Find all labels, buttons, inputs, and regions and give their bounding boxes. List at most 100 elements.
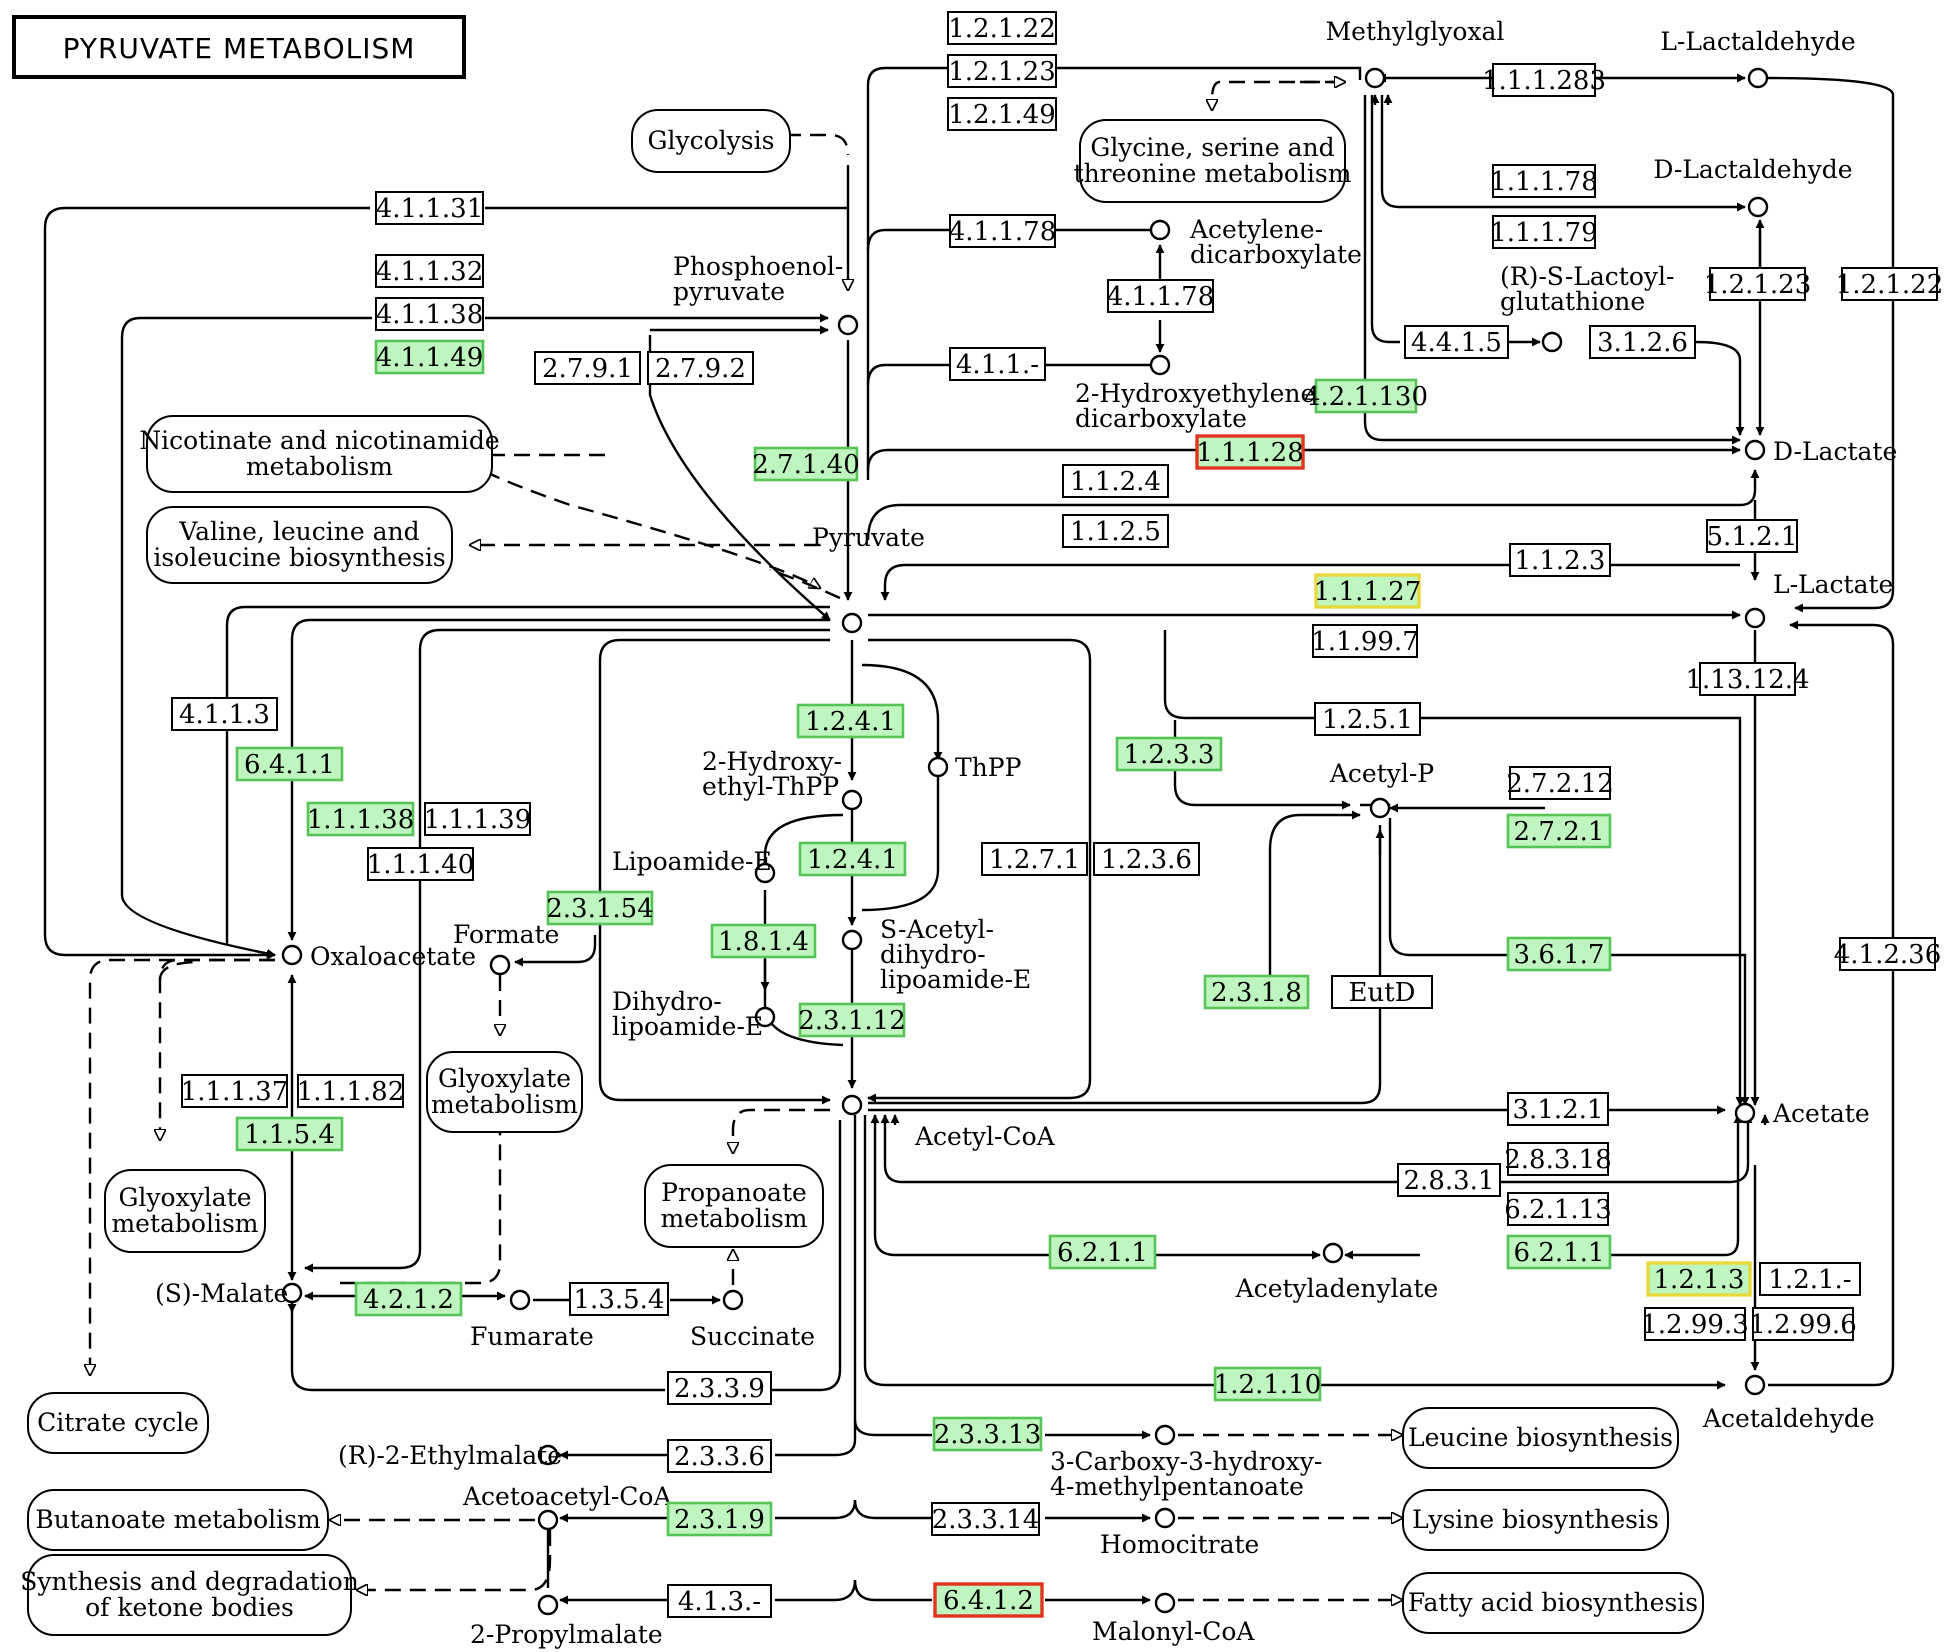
enzyme-box[interactable]: 2.3.3.6 xyxy=(667,1439,772,1473)
compound-d-lactaldehyde[interactable]: D-Lactaldehyde xyxy=(1653,155,1853,218)
enzyme-box[interactable]: 4.1.1.78 xyxy=(949,214,1057,248)
enzyme-box[interactable]: 4.1.1.49 xyxy=(374,339,485,375)
compound-acetoacetyl-coa[interactable]: Acetoacetyl-CoA xyxy=(462,1482,672,1531)
compound-dihydrolipoamide[interactable]: Dihydro-lipoamide-E xyxy=(612,987,776,1041)
enzyme-box[interactable]: 1.1.1.37 xyxy=(181,1074,289,1108)
compound-malonyl-coa[interactable]: Malonyl-CoA xyxy=(1092,1592,1255,1646)
enzyme-box[interactable]: 1.2.1.3 xyxy=(1646,1261,1752,1297)
compound-node[interactable] xyxy=(1541,331,1563,353)
compound-node[interactable] xyxy=(927,756,949,778)
compound-oxaloacetate[interactable]: Oxaloacetate xyxy=(281,942,476,971)
compound-acetyladenylate[interactable]: Acetyladenylate xyxy=(1235,1242,1439,1303)
enzyme-box[interactable]: 6.4.1.2 xyxy=(933,1582,1044,1618)
enzyme-box[interactable]: 1.1.1.27 xyxy=(1314,573,1422,609)
compound-node[interactable] xyxy=(1734,1102,1756,1124)
compound-node[interactable] xyxy=(1744,439,1766,461)
enzyme-box[interactable]: 1.2.4.1 xyxy=(798,841,907,877)
compound-node[interactable] xyxy=(754,862,776,884)
enzyme-box[interactable]: 1.1.5.4 xyxy=(235,1116,344,1152)
enzyme-box[interactable]: 4.2.1.2 xyxy=(354,1281,463,1317)
compound-node[interactable] xyxy=(1744,607,1766,629)
compound-node[interactable] xyxy=(841,612,863,634)
enzyme-box[interactable]: 1.1.1.78 xyxy=(1490,164,1598,198)
enzyme-box[interactable]: 2.7.9.2 xyxy=(647,351,754,385)
compound-thpp[interactable]: ThPP xyxy=(927,753,1021,782)
enzyme-box[interactable]: 1.1.2.3 xyxy=(1509,543,1611,577)
compound-ethylmalate[interactable]: (R)-2-Ethylmalate xyxy=(338,1441,562,1470)
enzyme-box[interactable]: 2.8.3.18 xyxy=(1504,1142,1612,1176)
enzyme-box[interactable]: 4.1.1.3 xyxy=(171,697,278,731)
enzyme-box[interactable]: 4.1.1.38 xyxy=(375,297,484,331)
enzyme-box[interactable]: 6.4.1.1 xyxy=(235,746,344,782)
enzyme-box[interactable]: 4.4.1.5 xyxy=(1404,325,1509,359)
compound-acetaldehyde[interactable]: Acetaldehyde xyxy=(1702,1374,1875,1433)
enzyme-box[interactable]: 3.6.1.7 xyxy=(1506,936,1612,972)
enzyme-box[interactable]: 1.1.2.4 xyxy=(1062,464,1169,498)
compound-node[interactable] xyxy=(1322,1242,1344,1264)
enzyme-box[interactable]: 1.1.1.79 xyxy=(1490,215,1598,249)
pathway-fatty[interactable]: Fatty acid biosynthesis xyxy=(1402,1572,1704,1634)
compound-pyruvate[interactable]: Pyruvate xyxy=(812,523,925,634)
compound-node[interactable] xyxy=(1747,196,1769,218)
compound-fumarate[interactable]: Fumarate xyxy=(470,1289,594,1351)
compound-node[interactable] xyxy=(841,789,863,811)
enzyme-box[interactable]: 4.1.1.31 xyxy=(375,191,484,225)
compound-acetyl-coa[interactable]: Acetyl-CoA xyxy=(841,1094,1056,1151)
enzyme-box[interactable]: 6.2.1.1 xyxy=(1048,1234,1157,1270)
enzyme-box[interactable]: 4.1.1.78 xyxy=(1107,279,1215,313)
enzyme-box[interactable]: 3.1.2.1 xyxy=(1507,1092,1609,1126)
enzyme-box[interactable]: 4.1.1.32 xyxy=(375,254,484,288)
pathway-lysine[interactable]: Lysine biosynthesis xyxy=(1402,1489,1669,1551)
enzyme-box[interactable]: 1.1.1.28 xyxy=(1195,434,1305,470)
compound-node[interactable] xyxy=(1154,1592,1176,1614)
compound-node[interactable] xyxy=(754,1006,776,1028)
enzyme-box[interactable]: 1.13.12.4 xyxy=(1685,662,1810,696)
enzyme-box[interactable]: 2.7.1.40 xyxy=(752,446,860,482)
compound-succinate[interactable]: Succinate xyxy=(690,1289,815,1351)
pathway-leucine[interactable]: Leucine biosynthesis xyxy=(1402,1407,1679,1469)
enzyme-box[interactable]: 1.1.1.283 xyxy=(1482,63,1606,97)
enzyme-box[interactable]: 1.2.1.10 xyxy=(1213,1366,1322,1402)
enzyme-box[interactable]: 2.7.2.1 xyxy=(1506,813,1612,849)
enzyme-box[interactable]: 1.1.2.5 xyxy=(1062,514,1169,548)
enzyme-box[interactable]: 1.2.1.49 xyxy=(947,97,1057,131)
enzyme-box[interactable]: 1.1.1.39 xyxy=(424,802,532,836)
compound-node[interactable] xyxy=(1364,67,1386,89)
enzyme-box[interactable]: 1.2.1.22 xyxy=(947,11,1057,45)
enzyme-box[interactable]: EutD xyxy=(1331,975,1433,1009)
enzyme-box[interactable]: 4.2.1.130 xyxy=(1304,378,1428,414)
compound-d-lactate[interactable]: D-Lactate xyxy=(1744,437,1897,466)
compound-lactoyl-glutathione[interactable]: (R)-S-Lactoyl-glutathione xyxy=(1500,262,1674,353)
enzyme-box[interactable]: 1.2.1.- xyxy=(1759,1262,1861,1296)
compound-methylglyoxal[interactable]: Methylglyoxal xyxy=(1326,17,1505,89)
compound-malate[interactable]: (S)-Malate xyxy=(155,1279,303,1308)
compound-node[interactable] xyxy=(1154,1507,1176,1529)
compound-lipoamide-e[interactable]: Lipoamide-E xyxy=(612,847,776,884)
pathway-glycolysis[interactable]: Glycolysis xyxy=(631,109,791,173)
compound-pep[interactable]: Phosphoenol-pyruvate xyxy=(673,252,859,336)
enzyme-box[interactable]: 2.3.3.14 xyxy=(931,1502,1040,1536)
compound-l-lactate[interactable]: L-Lactate xyxy=(1744,570,1893,629)
compound-acetate[interactable]: Acetate xyxy=(1734,1099,1870,1128)
enzyme-box[interactable]: 2.8.3.1 xyxy=(1397,1163,1501,1197)
enzyme-box[interactable]: 2.3.1.12 xyxy=(798,1002,906,1038)
compound-node[interactable] xyxy=(537,1594,559,1616)
compound-node[interactable] xyxy=(837,314,859,336)
compound-carboxy-hydroxy[interactable]: 3-Carboxy-3-hydroxy-4-methylpentanoate xyxy=(1050,1424,1322,1501)
enzyme-box[interactable]: 2.3.1.9 xyxy=(666,1501,773,1537)
enzyme-box[interactable]: 1.2.1.23 xyxy=(947,54,1057,88)
enzyme-box[interactable]: 1.2.3.6 xyxy=(1093,842,1200,876)
compound-homocitrate[interactable]: Homocitrate xyxy=(1100,1507,1259,1559)
enzyme-box[interactable]: 5.1.2.1 xyxy=(1706,519,1798,553)
enzyme-box[interactable]: 2.7.9.1 xyxy=(534,351,641,385)
compound-l-lactaldehyde[interactable]: L-Lactaldehyde xyxy=(1660,27,1856,89)
compound-node[interactable] xyxy=(281,944,303,966)
compound-node[interactable] xyxy=(1149,219,1171,241)
compound-node[interactable] xyxy=(841,1094,863,1116)
enzyme-box[interactable]: 1.1.1.82 xyxy=(297,1074,405,1108)
enzyme-box[interactable]: 1.1.1.40 xyxy=(367,847,475,881)
pathway-citrate[interactable]: Citrate cycle xyxy=(27,1392,209,1454)
